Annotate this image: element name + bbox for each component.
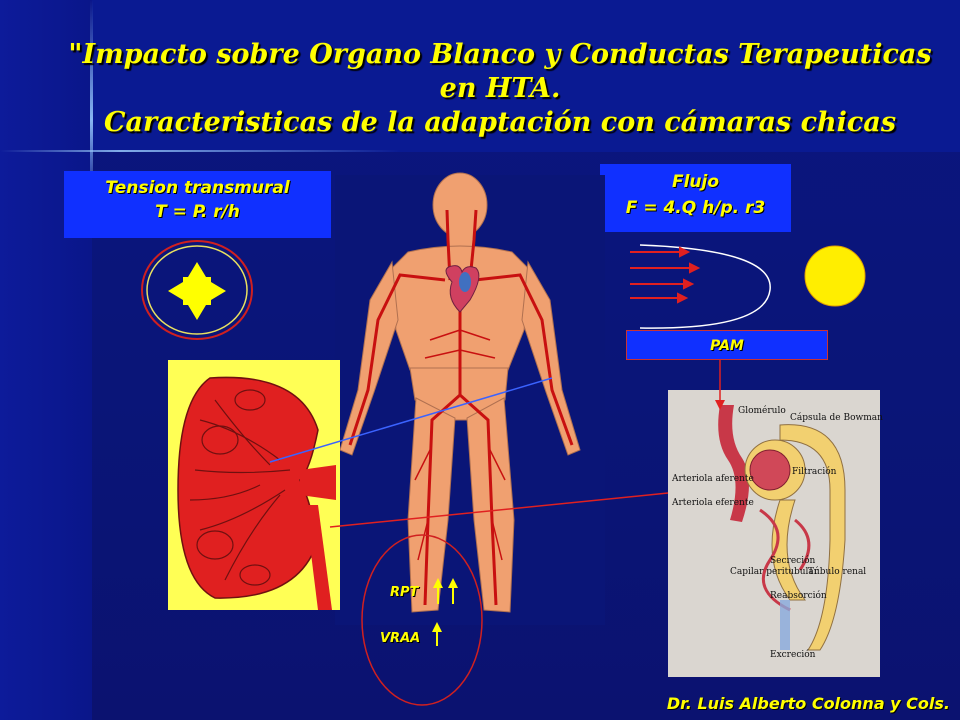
flujo-heading: Flujo [671,172,720,192]
label-glomerulo: Glomérulo [738,405,786,416]
label-capilar: Capilar peritubular [730,567,819,577]
label-arteriola-eferente: Arteriola eferente [671,498,754,508]
pam-arrowhead [715,400,725,410]
label-capsula: Cápsula de Bowman [790,412,883,423]
label-excrecion: Excreción [770,649,816,660]
wall-tension-diagram [141,240,253,340]
kidney-nephron-connector [329,492,669,528]
flujo-box: Flujo F = 4.Q h/p. r3 [600,164,791,232]
tension-box: Tension transmural T = P. r/h [64,171,331,238]
label-tubulo: Túbulo renal [808,566,866,577]
up-arrows [432,578,458,646]
label-reabsorcion: Reabsorción [770,590,827,601]
slide-title: "Impacto sobre Organo Blanco y Conductas… [60,38,940,140]
flujo-formula: F = 4.Q h/p. r3 [625,198,766,218]
flow-diagram [630,244,771,329]
title-line-2: Caracteristicas de la adaptación con cám… [103,107,897,138]
title-line-1-text: Impacto sobre Organo Blanco y Conductas … [82,39,932,104]
tension-formula: T = P. r/h [155,202,240,222]
label-secrecion: Secreción [770,555,815,566]
light-flare-horizontal [0,150,400,152]
light-flare-vertical [90,0,93,200]
left-band [0,0,92,720]
pam-box: PAM [626,330,828,360]
rpt-label: RPT [390,585,419,600]
vraa-label: VRAA [380,631,421,646]
yellow-circle [804,245,866,307]
label-arteriola-aferente: Arteriola aferente [671,474,754,484]
author-footer: Dr. Luis Alberto Colonna y Cols. [666,694,950,713]
kidney-cross-section [168,360,553,610]
title-line-1: "Impacto sobre Organo Blanco y Conductas… [68,39,932,104]
human-circulatory-figure [335,172,605,625]
title-band [0,0,960,152]
tension-heading: Tension transmural [105,178,290,198]
label-filtracion: Filtración [792,466,837,477]
nephron-diagram: Glomérulo Cápsula de Bowman Filtración A… [668,390,883,677]
rpt-vraa-oval [361,534,483,706]
